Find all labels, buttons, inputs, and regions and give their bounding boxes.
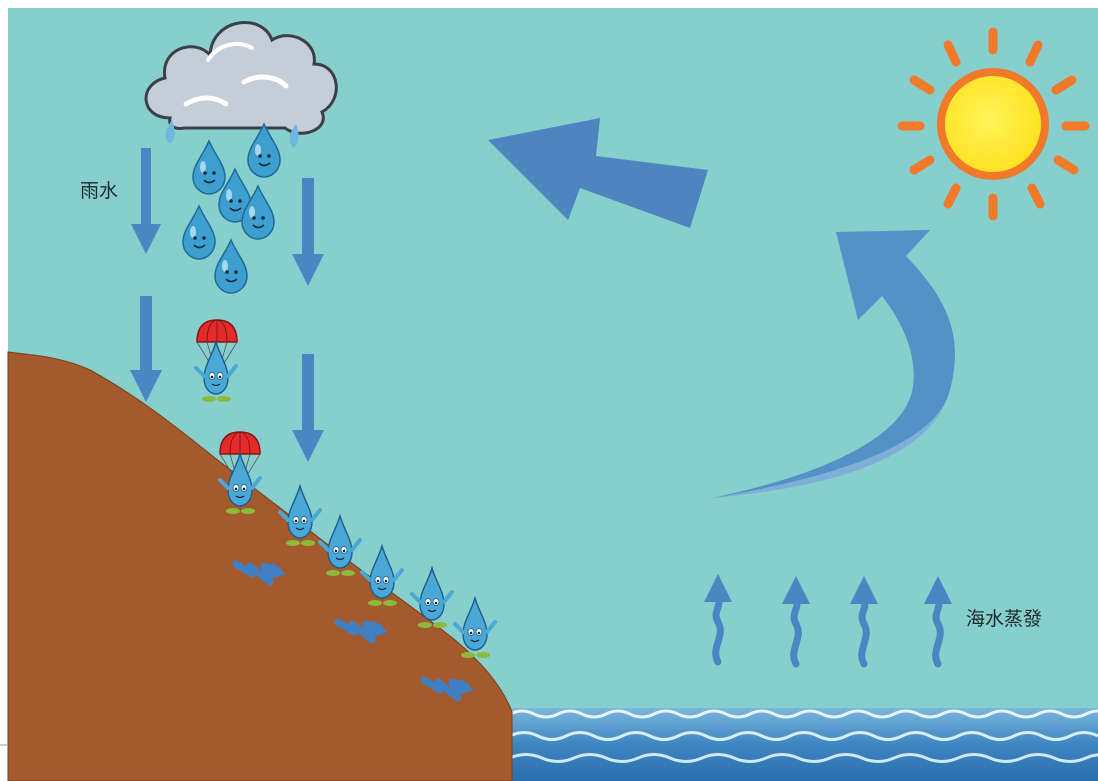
rain-label: 雨水 xyxy=(80,176,118,203)
sea xyxy=(510,708,1098,781)
evaporation-label: 海水蒸發 xyxy=(966,604,1042,631)
